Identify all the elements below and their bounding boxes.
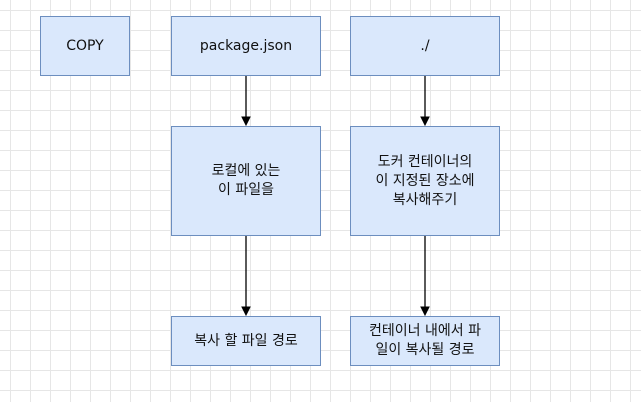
copy-node[interactable]: COPY — [40, 16, 130, 76]
dest-path-node[interactable]: 컨테이너 내에서 파 일이 복사될 경로 — [350, 316, 500, 366]
arrowhead-dest-desc — [420, 116, 430, 127]
source-file-node[interactable]: package.json — [171, 16, 321, 76]
source-path-node[interactable]: 복사 할 파일 경로 — [171, 316, 321, 366]
dest-dir-node[interactable]: ./ — [350, 16, 500, 76]
source-desc-node[interactable]: 로컬에 있는 이 파일을 — [171, 126, 321, 236]
arrowhead-source-path — [241, 306, 251, 317]
arrowhead-dest-path — [420, 306, 430, 317]
arrowhead-source-desc — [241, 116, 251, 127]
dest-desc-node[interactable]: 도커 컨테이너의 이 지정된 장소에 복사해주기 — [350, 126, 500, 236]
